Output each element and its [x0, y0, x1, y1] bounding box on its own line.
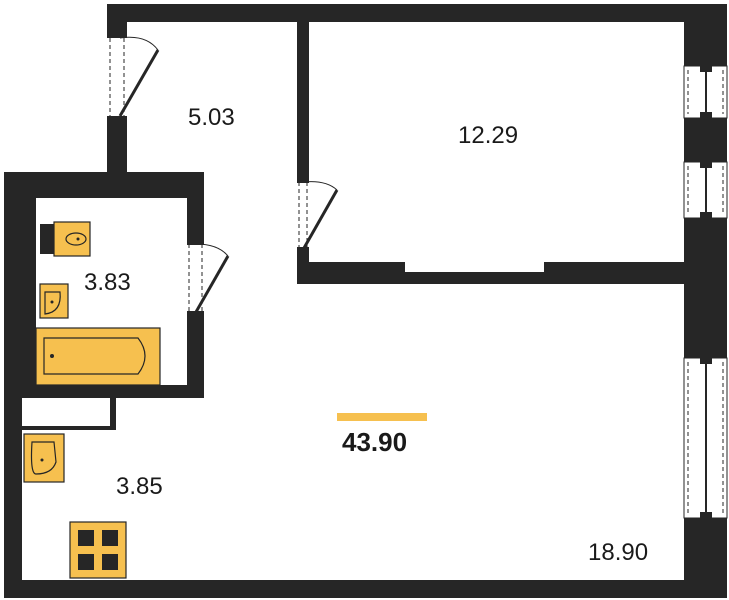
bathroom-sink-icon	[39, 283, 69, 319]
kitchen-partition	[22, 398, 110, 428]
bathroom-area-label: 3.83	[84, 269, 131, 296]
total-area-accent-bar	[337, 413, 427, 421]
doors	[107, 32, 339, 316]
hall-area-label: 5.03	[188, 104, 235, 131]
bathroom-top-wall	[4, 172, 204, 198]
bedroom-bottom-wall-b	[403, 272, 547, 284]
door-bathroom	[187, 240, 230, 316]
bedroom-bottom-wall-c	[544, 262, 727, 284]
kitchen-sink-icon	[23, 433, 65, 483]
kitchen-partition-post	[110, 398, 116, 430]
bathtub-icon	[35, 327, 161, 386]
door-bedroom	[297, 178, 339, 252]
windows	[683, 65, 728, 519]
door-entrance	[107, 32, 160, 122]
window-bedroom-2	[683, 161, 728, 219]
kitchen-partition-bottom	[22, 426, 116, 430]
bedroom-area-label: 12.29	[458, 122, 518, 149]
stove-icon	[69, 521, 127, 579]
bathroom-inner-left-wall	[22, 190, 36, 386]
living-area-label: 18.90	[588, 539, 648, 566]
bathroom-bottom-wall	[4, 385, 204, 398]
toilet-icon	[40, 221, 91, 257]
window-living	[683, 357, 728, 519]
bottom-wall	[4, 580, 727, 598]
window-bedroom-1	[683, 65, 728, 119]
kitchen-area-label: 3.85	[116, 473, 163, 500]
total-area-label: 43.90	[342, 427, 407, 457]
bedroom-bottom-wall-a	[297, 262, 405, 284]
top-wall	[107, 4, 727, 22]
